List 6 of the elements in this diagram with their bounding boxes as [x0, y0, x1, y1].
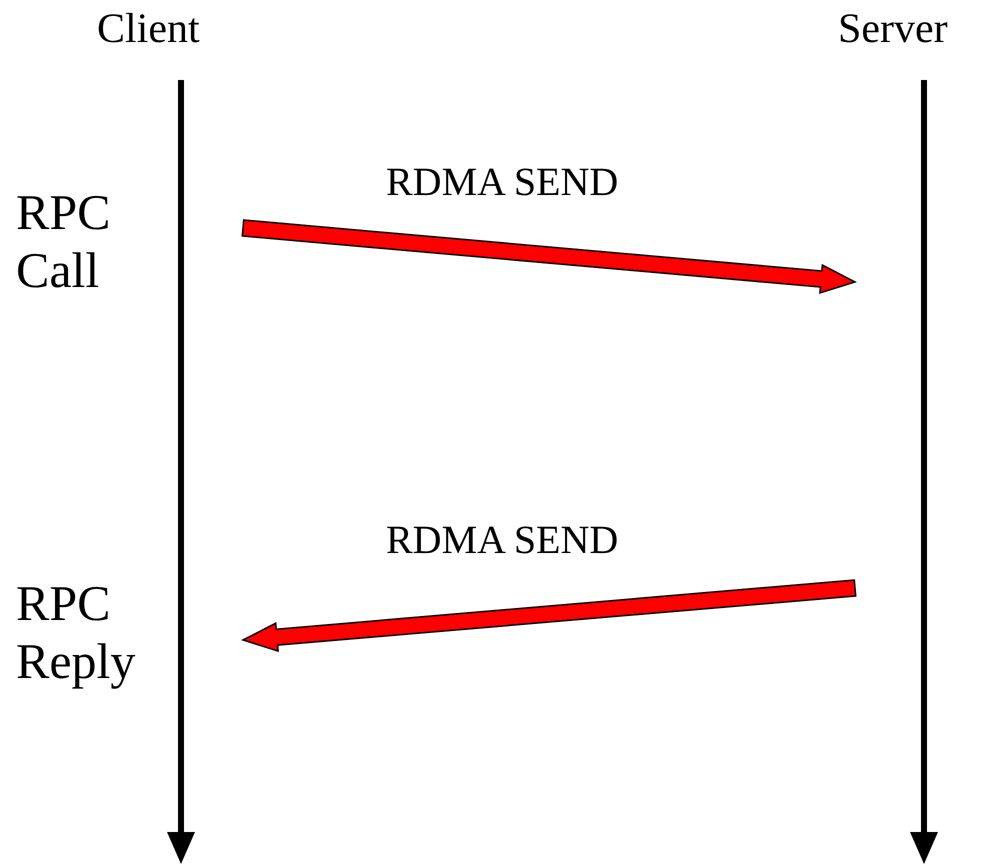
participant-label: Server	[838, 6, 948, 52]
block-arrow	[242, 219, 857, 294]
step-label: RPC Call	[16, 184, 112, 299]
block-arrow	[241, 579, 857, 652]
step-label: RPC Reply	[16, 575, 136, 690]
participant-label: Client	[97, 6, 200, 52]
